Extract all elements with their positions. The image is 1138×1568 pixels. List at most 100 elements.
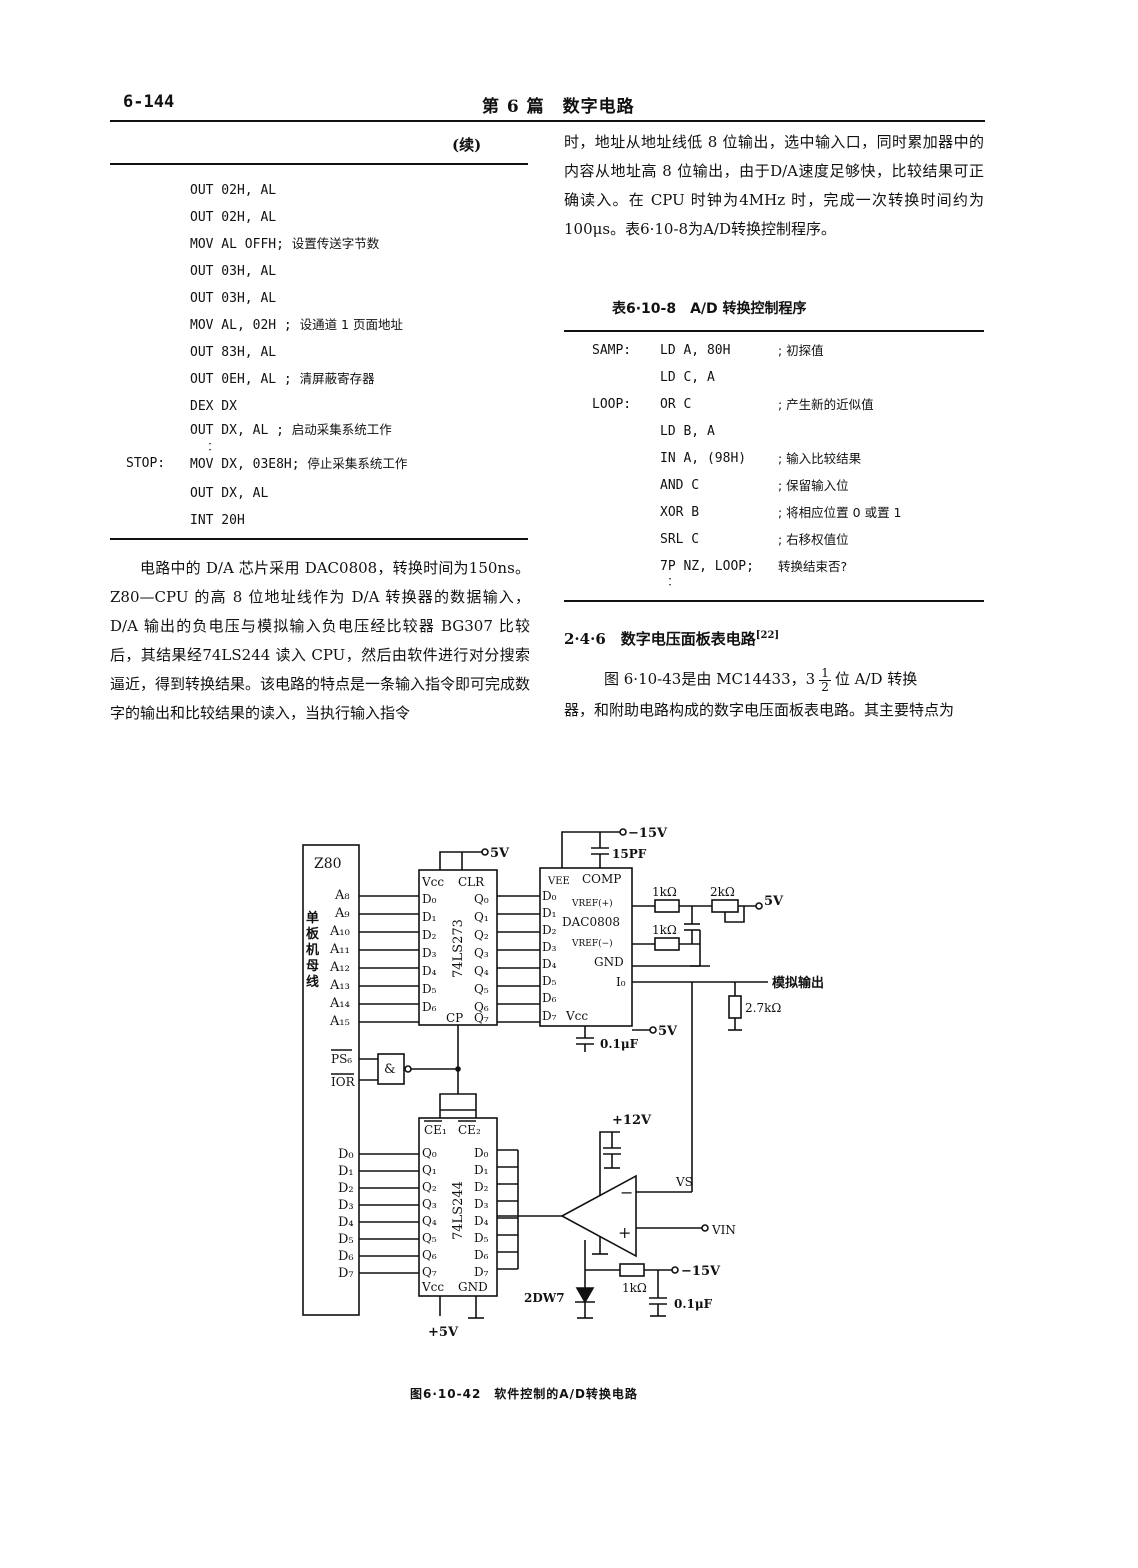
svg-text:Q₂: Q₂ xyxy=(422,1180,437,1194)
svg-text:Q₇: Q₇ xyxy=(474,1011,489,1025)
resistor-2k7 xyxy=(728,995,742,1019)
vin-label: VIN xyxy=(711,1223,736,1237)
cap-01-dac-label: 0.1μF xyxy=(600,1037,639,1051)
ls273-name: 74LS273 xyxy=(451,919,466,978)
resistor-1k-a xyxy=(654,899,680,913)
svg-text:Q₂: Q₂ xyxy=(474,928,489,942)
table-row: SRL C; 右移权值位 xyxy=(660,532,849,547)
vs-label: VS xyxy=(675,1175,693,1189)
r1k-c-label: 1kΩ xyxy=(622,1281,647,1295)
comparator-minus: − xyxy=(620,1183,633,1202)
and-gate xyxy=(377,1053,405,1085)
table-row: IN A, (98H); 输入比较结果 xyxy=(660,451,862,466)
svg-text:Q₄: Q₄ xyxy=(422,1214,437,1228)
code-line: OUT 83H, AL xyxy=(190,345,277,360)
svg-text:D₃: D₃ xyxy=(338,1198,354,1213)
ls244-ce2: CE₂ xyxy=(458,1123,481,1137)
svg-text:A₁₁: A₁₁ xyxy=(329,942,350,957)
vneg15-bottom-label: −15V xyxy=(681,1264,721,1279)
table-row: SAMP:LD A, 80H; 初探值 xyxy=(592,343,824,358)
page-number: 6-144 xyxy=(123,92,175,112)
svg-text:单: 单 xyxy=(306,910,319,926)
code-line: OUT DX, AL ; 启动采集系统工作 xyxy=(190,422,392,438)
svg-text:D₁: D₁ xyxy=(542,906,556,920)
ls244-vcc: Vcc xyxy=(421,1280,444,1294)
dac-vcc: Vcc xyxy=(565,1009,588,1023)
address-bus-wires xyxy=(359,895,419,1023)
svg-text:Q₁: Q₁ xyxy=(422,1163,437,1177)
svg-text:板: 板 xyxy=(306,926,320,942)
figure-caption: 图6·10-42 软件控制的A/D转换电路 xyxy=(410,1387,638,1401)
svg-text:Q₄: Q₄ xyxy=(474,964,489,978)
svg-text:D₆: D₆ xyxy=(542,991,557,1005)
code-line: OUT 0EH, AL ; 清屏蔽寄存器 xyxy=(190,371,375,387)
svg-text:A₁₄: A₁₄ xyxy=(329,996,350,1011)
latch-to-dac-wires xyxy=(497,895,540,1023)
svg-text:Q₅: Q₅ xyxy=(422,1231,437,1245)
svg-text:Q₀: Q₀ xyxy=(422,1146,437,1160)
svg-text:D₁: D₁ xyxy=(474,1163,488,1177)
address-pin-labels: A₈ A₉ A₁₀ A₁₁ A₁₂ A₁₃ A₁₄ A₁₅ xyxy=(329,888,350,1029)
svg-text:D₄: D₄ xyxy=(422,964,437,978)
dac-name: DAC0808 xyxy=(562,915,620,929)
svg-text:D₇: D₇ xyxy=(542,1009,557,1023)
ls244-chip xyxy=(418,1117,498,1297)
table-row: 7P NZ, LOOP;转换结束否? xyxy=(660,559,848,574)
svg-text:D₀: D₀ xyxy=(474,1146,489,1160)
ls244-name: 74LS244 xyxy=(451,1181,466,1240)
svg-text:D₀: D₀ xyxy=(338,1147,354,1162)
ls273-power-wire xyxy=(439,851,482,870)
code-line: OUT 03H, AL xyxy=(190,291,277,306)
svg-text:D₄: D₄ xyxy=(474,1214,489,1228)
zener-diode xyxy=(575,1287,595,1304)
svg-text:D₁: D₁ xyxy=(338,1164,354,1179)
v5-bottom-label: +5V xyxy=(428,1325,459,1340)
svg-text:母: 母 xyxy=(306,959,319,974)
svg-text:A₁₅: A₁₅ xyxy=(329,1014,350,1029)
ps6-label: PS₆ xyxy=(331,1052,352,1066)
svg-text:D₁: D₁ xyxy=(422,910,436,924)
code-top-rule xyxy=(110,163,528,165)
v5-right-label: 5V xyxy=(764,894,784,909)
cap-01-bottom-label: 0.1μF xyxy=(674,1297,713,1311)
code-line: MOV AL OFFH; 设置传送字节数 xyxy=(190,236,380,252)
code-line: DEX DX xyxy=(190,399,237,414)
svg-text:D₂: D₂ xyxy=(474,1180,489,1194)
comparator-plus: + xyxy=(618,1223,631,1242)
code-line: MOV AL, 02H ; 设通道 1 页面地址 xyxy=(190,317,403,333)
r1k-b-label: 1kΩ xyxy=(652,923,677,937)
z80-label: Z80 xyxy=(314,856,342,872)
svg-text:D₆: D₆ xyxy=(422,1000,437,1014)
svg-text:D₃: D₃ xyxy=(474,1197,489,1211)
code-listing: OUT 02H, AL OUT 02H, AL MOV AL OFFH; 设置传… xyxy=(120,176,530,533)
svg-text:D₃: D₃ xyxy=(542,940,557,954)
bus-vertical-label: 单 板 机 母 线 xyxy=(306,910,320,990)
continued-label: (续) xyxy=(452,136,482,154)
dac-vref-neg: VREF(−) xyxy=(571,938,613,949)
svg-text:D₃: D₃ xyxy=(422,946,437,960)
v12-label: +12V xyxy=(612,1113,652,1128)
ls273-clr: CLR xyxy=(458,875,485,889)
svg-text:Q₃: Q₃ xyxy=(422,1197,437,1211)
svg-text:A₁₂: A₁₂ xyxy=(329,960,350,975)
v5-dac-label: 5V xyxy=(658,1024,678,1039)
table-bottom-rule xyxy=(564,600,984,602)
code-line: OUT 02H, AL xyxy=(190,210,277,225)
resistor-2k xyxy=(711,899,739,913)
svg-text:A₁₀: A₁₀ xyxy=(329,924,350,939)
dac-io: I₀ xyxy=(616,975,626,989)
r1k-a-label: 1kΩ xyxy=(652,885,677,899)
ellipsis-dots: ·· xyxy=(668,572,672,592)
dac0808-chip xyxy=(539,867,633,1027)
ls244-ce1: CE₁ xyxy=(424,1123,447,1137)
code-line: STOP:MOV DX, 03E8H; 停止采集系统工作 xyxy=(126,456,408,472)
svg-text:Q₃: Q₃ xyxy=(474,946,489,960)
table-row: LD C, A xyxy=(660,370,715,385)
svg-text:A₈: A₈ xyxy=(334,888,350,903)
table-row: XOR B; 将相应位置 0 或置 1 xyxy=(660,505,902,520)
header-rule xyxy=(110,120,985,122)
svg-text:Q₆: Q₆ xyxy=(474,1000,489,1014)
svg-text:A₉: A₉ xyxy=(334,906,350,921)
svg-text:D₀: D₀ xyxy=(422,892,437,906)
